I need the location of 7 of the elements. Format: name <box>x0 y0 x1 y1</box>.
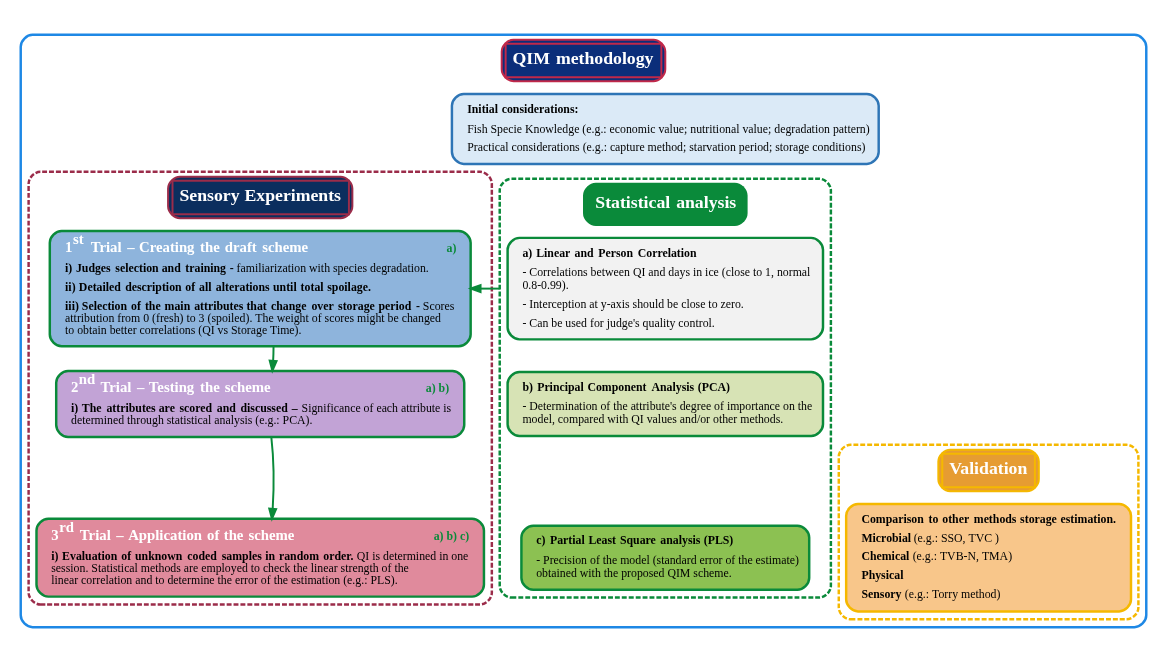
node-box: Initial considerations: Fish Specie Knowledge (e.g.: economic value; nutritional value; degradation pattern) Practical considerations (e.g.: capture method; starvation period; storage conditions) <box>450 92 880 165</box>
arrow <box>467 283 501 293</box>
arrow <box>267 435 278 522</box>
node-box: a) Linear and Person Correlation - Correlations between QI and days in ice (close to 1, normal 0.8-0.99). - Interception at y-axis should be close to zero. - Can be used for judge's quality control. <box>506 236 825 341</box>
node-box: Comparison to other methods storage estimation. Microbial (e.g.: SSO, TVC ) Chemical (e.g.: TVB-N, TMA) Physical Sensory (e.g.: Torry method) <box>844 502 1133 613</box>
node-box: c) Partial Least Square analysis (PLS) - Precision of the model (standard error of the estimate) obtained with the proposed QIM scheme. <box>520 523 811 591</box>
node-box: b) Principal Component Analysis (PCA) - Determination of the attribute's degree of importance on the model, compared with QI values and/or other methods. <box>506 370 825 437</box>
